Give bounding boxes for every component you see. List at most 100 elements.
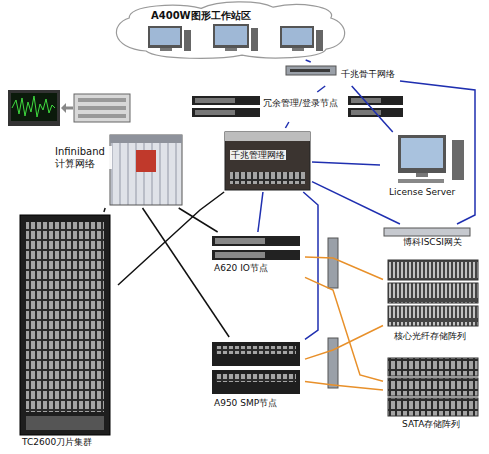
device-label: A620 IO节点 — [213, 263, 269, 273]
login-server-icons-part — [195, 98, 235, 103]
backbone-switch-icon-part — [286, 66, 336, 75]
cluster-node: TC2600刀片集群 — [15, 212, 118, 452]
server-node: A950 SMP节点 — [205, 337, 305, 414]
device-label: 核心光纤存储阵列 — [393, 331, 467, 341]
workstation-icons-part — [251, 28, 258, 51]
network-link — [400, 81, 475, 224]
device-label: License Server — [388, 187, 456, 197]
login-server-icons-part — [348, 96, 403, 105]
io-node-icons-part — [215, 238, 265, 244]
management-switch-icon-part — [225, 132, 310, 141]
license-server-icon — [398, 135, 464, 183]
gateway-node: 博科ISCSI网关 — [380, 224, 478, 252]
fibre-switch-icons — [328, 238, 338, 388]
infiniband-switch-icon-part — [110, 135, 182, 143]
network-link — [305, 326, 383, 360]
network-link — [305, 257, 383, 280]
monitor-server-icon-part — [74, 94, 130, 122]
backbone-switch-icon — [286, 66, 336, 75]
fibre-storage-icons-part — [388, 306, 478, 326]
infiniband-switch-icon — [110, 135, 182, 205]
fibre-storage-icons-part — [388, 283, 478, 303]
license-server-icon-part — [401, 138, 443, 168]
cloud-outline — [110, 0, 350, 60]
workstation-icons-part — [160, 48, 172, 51]
network-link — [312, 162, 380, 165]
blade-rack-icon-part — [26, 416, 104, 430]
monitor-server-icon — [8, 90, 130, 126]
fibre-storage-icons-part — [388, 260, 478, 280]
network-link — [317, 86, 325, 92]
server-node: A620 IO节点 — [205, 232, 305, 278]
storage-node: SATA存储阵列 — [383, 354, 483, 436]
workstation-icons-part — [184, 30, 191, 51]
server-node: 冗余管理/登录节点 — [190, 92, 405, 122]
management-switch-icon-part — [225, 132, 310, 190]
sata-storage-icons-part — [388, 378, 478, 396]
license-server-icon-part — [452, 140, 464, 180]
network-link — [179, 208, 218, 232]
workstation-icons-part — [215, 26, 247, 45]
workstation-icons-part — [213, 24, 249, 48]
management-switch-icon-part — [230, 172, 305, 184]
login-server-icons-part — [192, 108, 260, 117]
network-link — [352, 86, 393, 132]
io-node-icons — [212, 236, 300, 260]
workstation-icons — [148, 24, 323, 51]
device-label: 冗余管理/登录节点 — [262, 98, 339, 108]
device-label: TC2600刀片集群 — [21, 437, 93, 447]
device-label: Infiniband 计算网络 — [54, 146, 112, 169]
workstation-icons-part — [280, 26, 314, 48]
monitor-server-icon-part — [61, 103, 66, 113]
monitor-server-icon-part — [8, 90, 60, 126]
device-label: 博科ISCSI网关 — [402, 237, 463, 247]
monitor-server-icon-part — [78, 98, 126, 102]
network-link — [303, 192, 318, 339]
network-link — [312, 182, 400, 224]
switch-node: Infiniband 计算网络 — [52, 132, 182, 208]
device-label: A950 SMP节点 — [213, 398, 278, 408]
login-server-icons-part — [195, 110, 235, 115]
smp-node-icons-part — [212, 370, 300, 394]
workstation-icons-part — [148, 26, 182, 48]
sata-storage-icons-part — [388, 358, 478, 376]
sata-storage-icons-part — [388, 398, 478, 416]
monitor-server-icon-part — [78, 106, 126, 110]
network-link — [258, 192, 263, 232]
smp-node-icons-part — [216, 346, 296, 354]
switch-node: 千兆管理网络 — [222, 128, 312, 192]
workstation-node: License Server — [380, 132, 468, 202]
iscsi-gateway-icon — [384, 228, 470, 236]
smp-node-icons-part — [212, 342, 300, 366]
blade-rack-icon — [20, 215, 110, 435]
network-link — [285, 122, 288, 128]
license-server-icon-part — [416, 173, 428, 177]
infiniband-switch-icon-part — [136, 150, 156, 172]
io-node-icons-part — [212, 250, 300, 260]
device-label: 千兆骨干网络 — [340, 69, 396, 79]
workstation-icons-part — [316, 30, 323, 51]
workstation-icons-part — [225, 48, 237, 51]
sata-storage-icons — [388, 358, 478, 416]
cloud-region: A400W图形工作站区 — [110, 0, 350, 60]
io-node-icons-part — [215, 252, 265, 258]
network-link — [305, 382, 383, 390]
device-label: 千兆管理网络 — [230, 150, 286, 160]
monitor-server-icon-part — [78, 114, 126, 118]
storage-node: 核心光纤存储阵列 — [383, 256, 483, 346]
workstation-icons-part — [150, 28, 180, 45]
iscsi-gateway-icon-part — [384, 228, 470, 236]
smp-node-icons-part — [216, 374, 296, 382]
monitor-server-icon-part — [12, 96, 55, 117]
login-server-icons-part — [192, 96, 260, 105]
monitor-server-icon-part — [11, 93, 57, 121]
fibre-switch-icons-part — [328, 338, 338, 388]
network-link — [118, 192, 224, 285]
management-switch-icon — [225, 132, 310, 190]
backbone-switch-icon-part — [290, 69, 330, 72]
network-link — [305, 277, 383, 381]
network-link — [306, 60, 311, 62]
cloud-outline-path — [116, 2, 344, 58]
